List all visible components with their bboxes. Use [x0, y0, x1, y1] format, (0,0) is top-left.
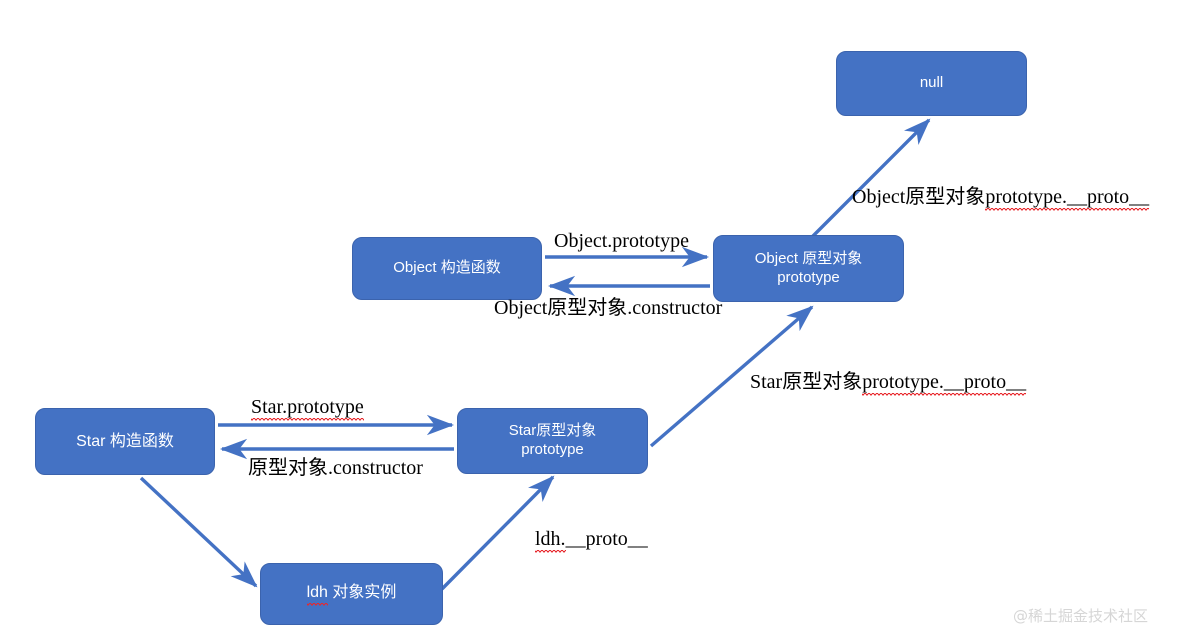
node-ldh-instance-name: ldh: [306, 582, 328, 606]
node-object-prototype-label: Object 原型对象 prototype: [749, 250, 869, 288]
edge-label-object-prototype-proto-prefix: Object原型对象: [852, 186, 986, 208]
edge-label-object-prototype-forward-text: Object.prototype: [554, 230, 689, 252]
edge-object-prototype-to-null: [810, 118, 931, 239]
edge-label-ldh-proto-underlined: ldh.: [535, 528, 566, 553]
edge-label-object-constructor-back-text: Object原型对象.constructor: [494, 297, 723, 319]
node-object-prototype-line1: Object 原型对象: [754, 249, 863, 267]
edge-label-star-constructor-back: 原型对象.constructor: [248, 457, 423, 479]
node-ldh-instance-suffix: 对象实例: [327, 583, 397, 601]
node-star-prototype[interactable]: Star原型对象 prototype: [457, 408, 648, 474]
node-object-constructor[interactable]: Object 构造函数: [352, 237, 542, 300]
node-ldh-instance-label: ldh 对象实例: [301, 582, 403, 606]
edge-label-object-constructor-back: Object原型对象.constructor: [494, 297, 722, 319]
node-ldh-instance[interactable]: ldh 对象实例: [260, 563, 443, 625]
node-star-prototype-line2: prototype: [521, 441, 584, 458]
edge-label-star-prototype-proto-underlined: prototype.__proto__: [862, 371, 1027, 396]
edge-label-ldh-proto: ldh.__proto__: [535, 528, 648, 553]
edge-label-star-prototype-forward-text: Star.prototype: [251, 396, 364, 421]
node-object-prototype[interactable]: Object 原型对象 prototype: [713, 235, 904, 302]
edge-star-constructor-to-ldh: [139, 476, 258, 588]
edge-label-star-prototype-forward: Star.prototype: [251, 396, 364, 421]
edge-label-star-constructor-back-text: 原型对象.constructor: [248, 457, 423, 479]
node-object-prototype-line2: prototype: [777, 268, 840, 286]
node-star-constructor-label: Star 构造函数: [76, 432, 174, 450]
node-null-label: null: [919, 74, 944, 92]
watermark: @稀土掘金技术社区: [1013, 607, 1149, 625]
edge-label-ldh-proto-suffix: __proto__: [565, 528, 648, 550]
node-object-constructor-label: Object 构造函数: [393, 259, 501, 277]
node-star-constructor[interactable]: Star 构造函数: [35, 408, 215, 475]
edge-label-object-prototype-forward: Object.prototype: [554, 230, 689, 252]
node-null[interactable]: null: [836, 51, 1027, 116]
edge-label-object-prototype-proto-underlined: prototype.__proto__: [985, 186, 1150, 211]
edge-label-star-prototype-proto-prefix: Star原型对象: [750, 371, 863, 393]
node-star-prototype-line1: Star原型对象: [508, 422, 597, 440]
edge-label-object-prototype-proto: Object原型对象prototype.__proto__: [852, 186, 1150, 211]
node-star-prototype-label: Star原型对象 prototype: [503, 422, 603, 460]
edge-star-prototype-to-object-prototype: [649, 305, 814, 448]
edge-ldh-to-star-prototype: [440, 475, 555, 591]
edge-label-star-prototype-proto: Star原型对象prototype.__proto__: [750, 371, 1027, 396]
